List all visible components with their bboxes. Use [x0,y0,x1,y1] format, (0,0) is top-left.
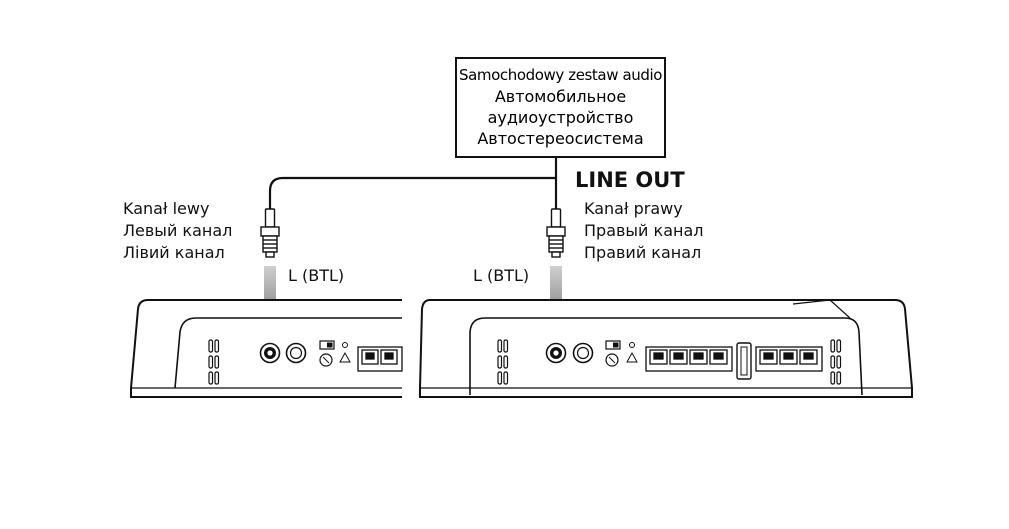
left-channel-label: Kanał lewy Левый канал Лівий канал [123,198,232,264]
source-label-uk: Автостереосистема [477,129,644,148]
source-label-pl: Samochodowy zestaw audio [458,66,663,84]
rca-plug-left [260,208,280,258]
rca-jack-right-r [572,342,594,364]
right-channel-uk: Правий канал [584,243,702,262]
rca-plug-right [546,208,566,258]
right-channel-label: Kanał prawy Правый канал Правий канал [584,198,704,264]
amp-left-input-label: L (BTL) [288,266,345,285]
source-label-ru-1: Автомобильное [494,87,627,106]
left-channel-ru: Левый канал [123,221,233,240]
left-channel-uk: Лівий канал [123,243,225,262]
left-channel-pl: Kanał lewy [123,199,210,218]
line-out-label: LINE OUT [575,168,685,192]
rca-jack-right-l [545,342,567,364]
amplifier-left [130,299,403,398]
rca-jack-left-r [285,342,307,364]
source-label-ru-2: аудиоустройство [487,108,634,127]
rca-cable [268,158,558,212]
right-channel-pl: Kanał prawy [584,199,683,218]
amp-right-input-label: L (BTL) [473,266,530,285]
right-channel-ru: Правый канал [584,221,704,240]
amplifier-right [419,299,913,398]
car-audio-source-box: Samochodowy zestaw audio Автомобильное а… [455,57,666,158]
rca-jack-left-l [259,342,281,364]
